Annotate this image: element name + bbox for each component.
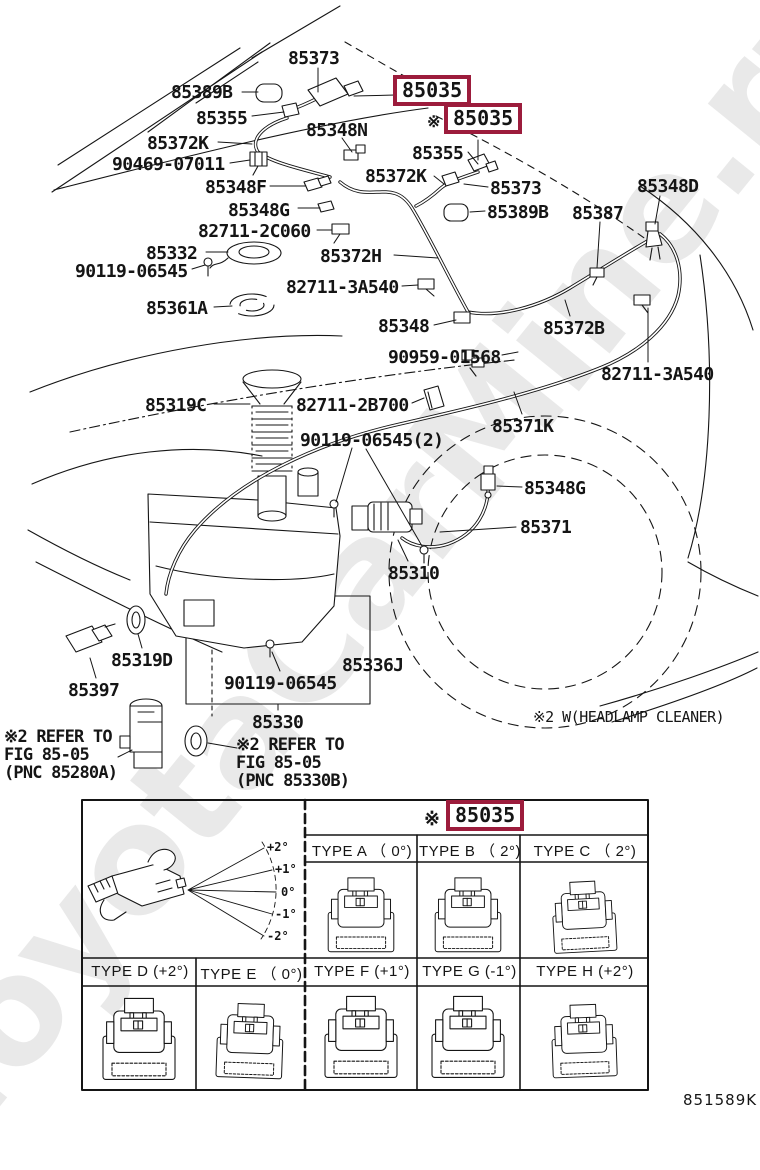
part-number-label: 85389B: [487, 202, 549, 223]
part-number-label: 90119-06545(2): [300, 430, 444, 451]
angle-label-minus1: -1°: [275, 907, 297, 921]
part-number-label: 85319C: [145, 395, 207, 416]
diagram-art: [27, 5, 759, 1092]
table-header-type-a: TYPE A （ 0°): [311, 843, 413, 860]
table-header-type-e: TYPE E （ 0°): [200, 966, 303, 983]
part-number-label: 85348: [378, 316, 430, 337]
part-number-label: 85310: [388, 563, 440, 584]
headlamp-cleaner-note: ※2 W(HEADLAMP CLEANER): [533, 708, 725, 726]
part-number-label: 85332: [146, 243, 198, 264]
table-header-type-b: TYPE B （ 2°): [419, 843, 522, 860]
page-code: 851589K: [683, 1091, 758, 1109]
part-number-label: 82711-3A540: [601, 364, 714, 385]
angle-label-zero: 0°: [281, 885, 296, 899]
table-header-type-c: TYPE C （ 2°): [533, 843, 637, 860]
part-number-label: 85372B: [543, 318, 605, 339]
part-number-label: 85371K: [492, 416, 554, 437]
table-grid: [81, 798, 649, 1092]
part-number-label: 90469-07011: [112, 154, 225, 175]
part-number-label: 85336J: [342, 655, 404, 676]
refer-note-right: ※2 REFER TO FIG 85-05 (PNC 85330B): [236, 735, 350, 791]
part-number-label: 90959-01568: [388, 347, 501, 368]
car-body-lines: [27, 5, 759, 723]
part-number-label: 85373: [490, 178, 542, 199]
table-header-type-h: TYPE H (+2°): [536, 963, 634, 980]
washer-reservoir: [147, 467, 341, 649]
table-header-type-g: TYPE G (-1°): [422, 963, 517, 980]
angle-label-plus2: +2°: [267, 840, 289, 854]
part-number-label: 82711-2C060: [198, 221, 311, 242]
wheel-arch: [388, 415, 702, 729]
part-number-label: 85387: [572, 203, 624, 224]
leader-lines: [89, 67, 661, 758]
part-number-label: 85372H: [320, 246, 382, 267]
nozzle-angle-art: [87, 841, 277, 940]
part-number-label: 85319D: [111, 650, 173, 671]
part-number-label: 82711-3A540: [286, 277, 399, 298]
reference-mark: ※: [427, 112, 441, 131]
part-number-label: 90119-06545: [224, 673, 337, 694]
angle-label-plus1: +1°: [275, 862, 297, 876]
part-number-label: 85348N: [306, 120, 368, 141]
small-parts: [65, 77, 663, 769]
table-header-type-f: TYPE F (+1°): [314, 963, 410, 980]
part-number-label: 85348G: [228, 200, 290, 221]
part-number-label: 85330: [252, 712, 304, 733]
highlighted-part-85035-b: 85035: [444, 103, 523, 134]
part-number-label: 85389B: [171, 82, 233, 103]
reference-mark: ※: [424, 808, 440, 830]
part-number-label: 85355: [196, 108, 248, 129]
part-number-label: 85361A: [146, 298, 208, 319]
angle-label-minus2: -2°: [267, 929, 289, 943]
part-number-label: 82711-2B700: [296, 395, 409, 416]
part-number-label: 85372K: [147, 133, 209, 154]
part-number-label: 85372K: [365, 166, 427, 187]
part-number-label: 85355: [412, 143, 464, 164]
table-header-type-d: TYPE D (+2°): [91, 963, 189, 980]
highlighted-part-85035-a: 85035: [393, 75, 472, 106]
part-number-label: 85348D: [637, 176, 699, 197]
part-number-label: 85373: [288, 48, 340, 69]
part-number-label: 85371: [520, 517, 572, 538]
refer-note-left: ※2 REFER TO FIG 85-05 (PNC 85280A): [4, 727, 118, 783]
part-number-label: 85397: [68, 680, 120, 701]
part-number-label: 85348F: [205, 177, 267, 198]
part-number-label: 85348G: [524, 478, 586, 499]
filler-neck-bellows: [242, 369, 302, 522]
highlighted-part-85035-table: 85035: [446, 800, 525, 831]
part-number-label: 90119-06545: [75, 261, 188, 282]
